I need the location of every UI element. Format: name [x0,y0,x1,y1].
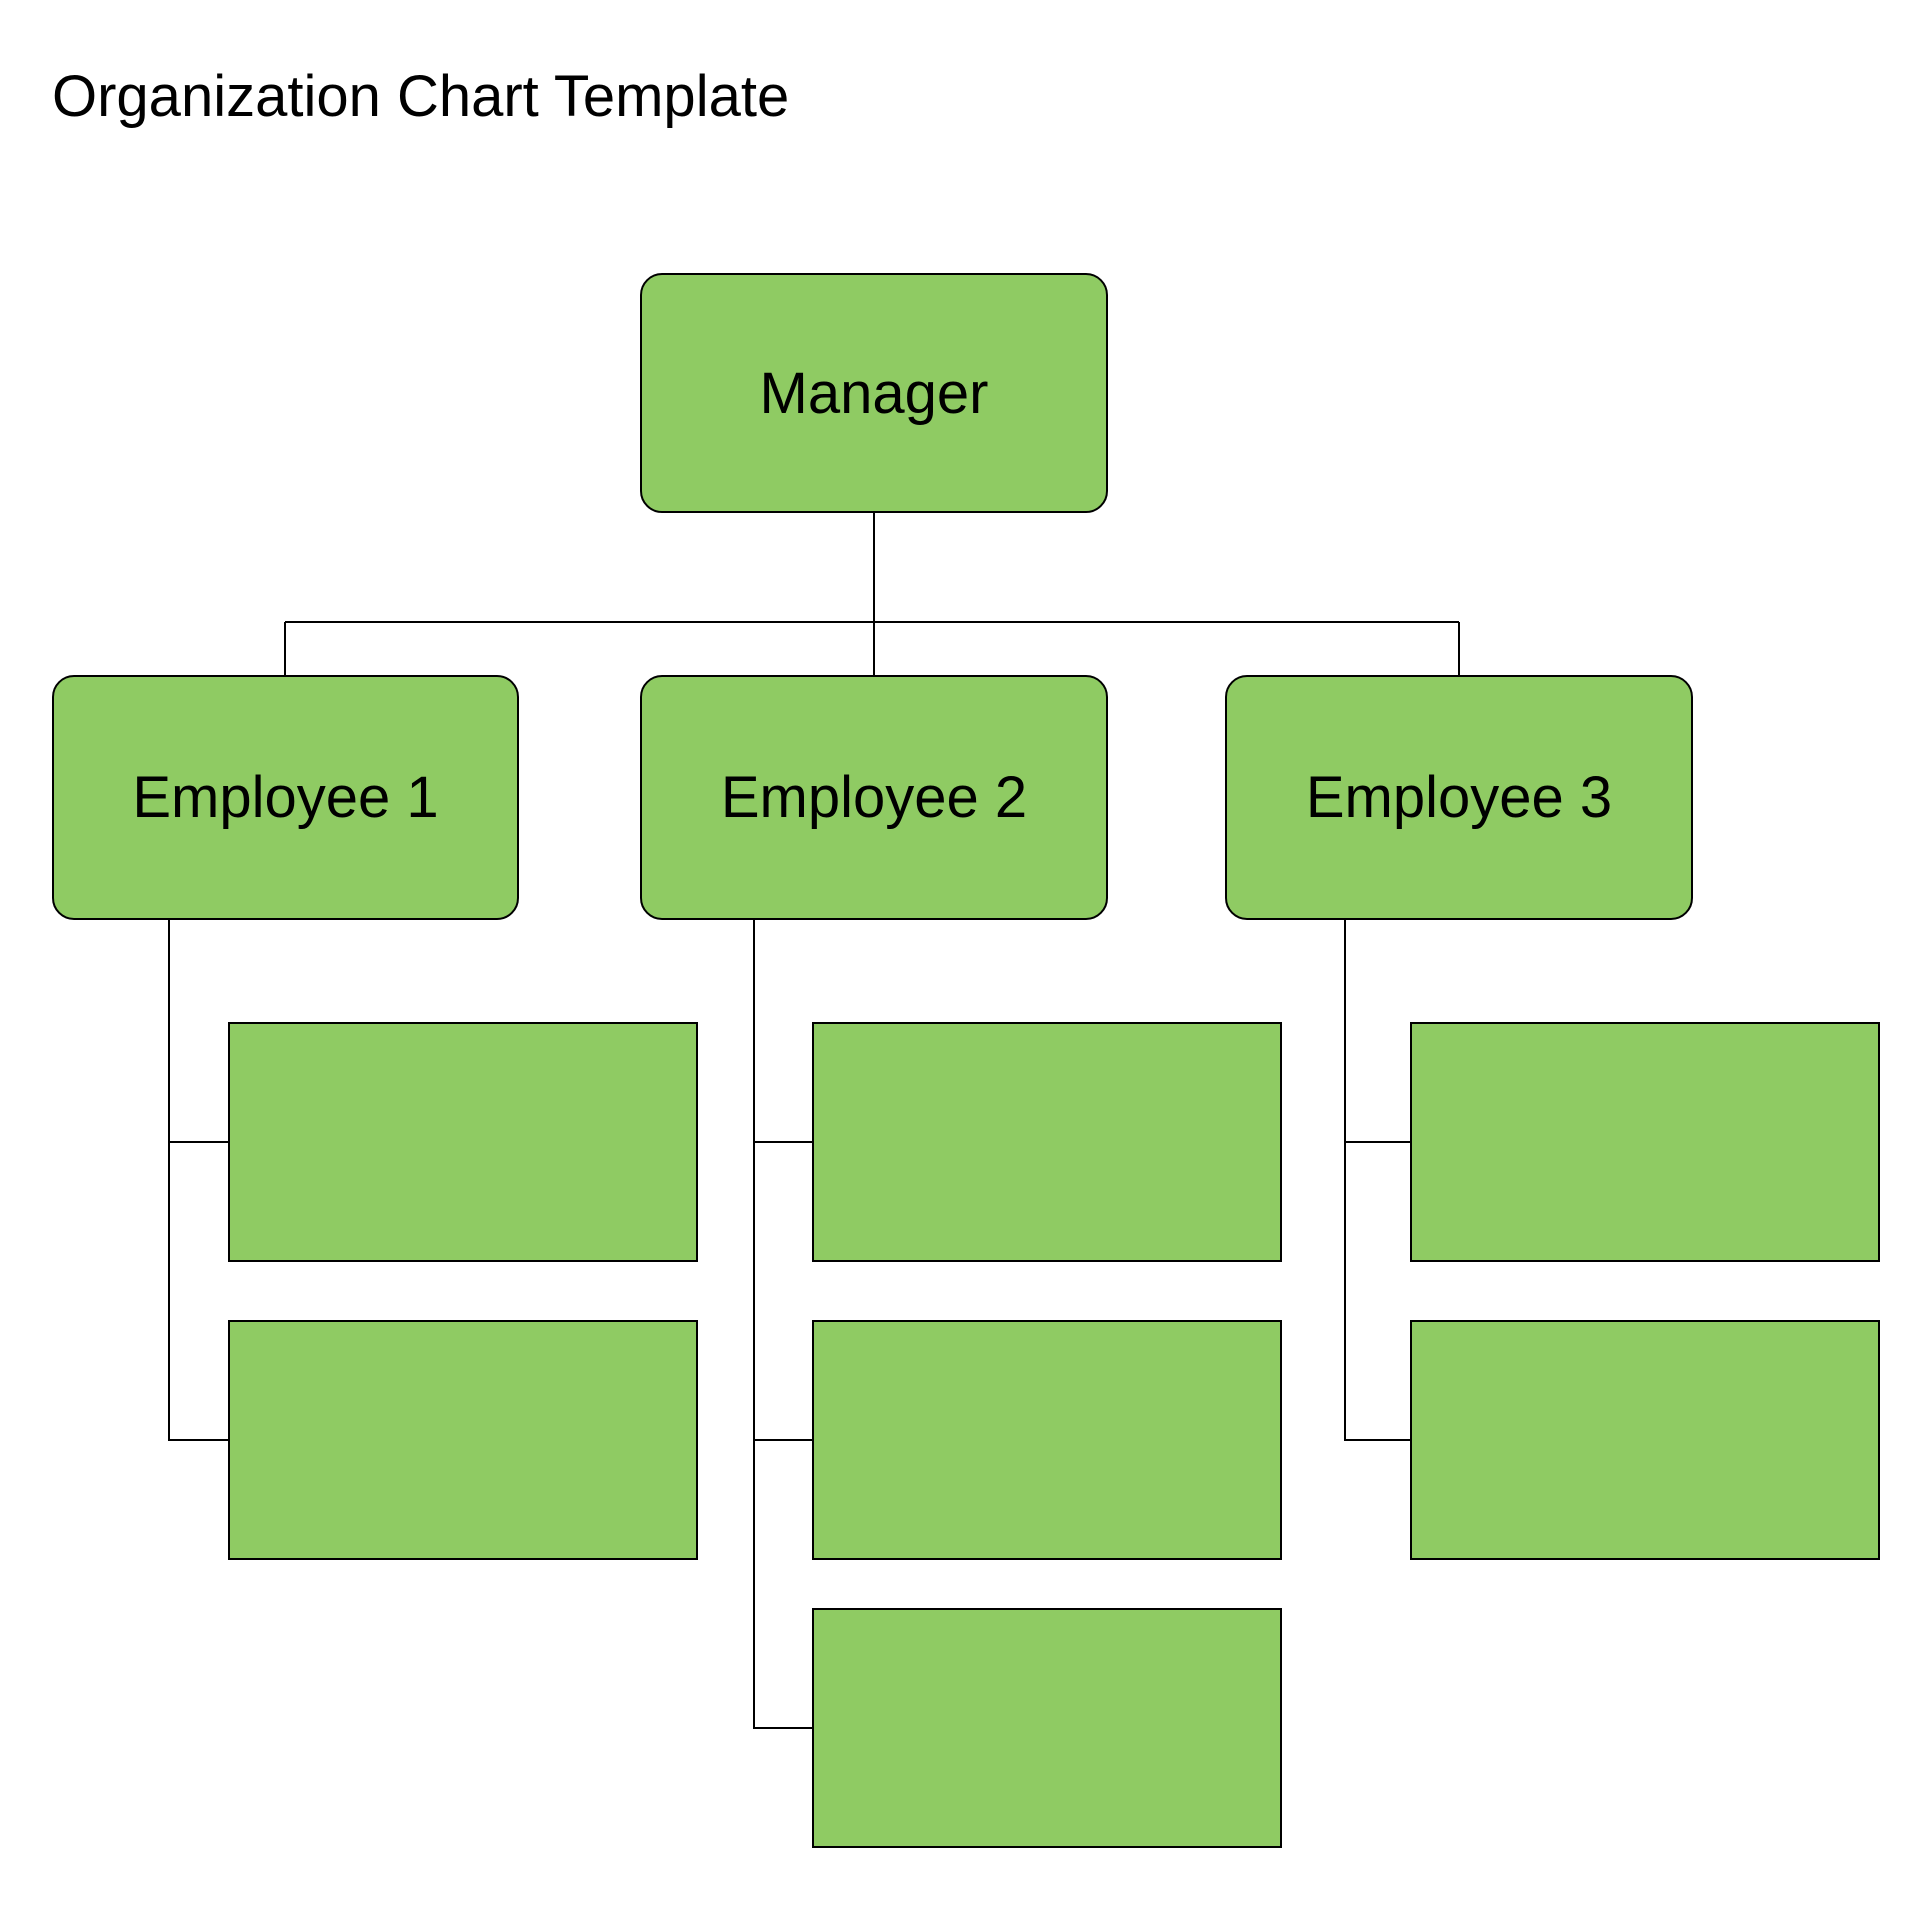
node-employee2-report-2[interactable] [812,1320,1282,1560]
connector-manager-trunk [873,513,875,675]
node-employee3-label: Employee 3 [1305,765,1613,830]
connector-employee2-stub-3 [753,1727,812,1729]
connector-employee3-stub-1 [1344,1141,1410,1143]
connector-employee1-stub-2 [168,1439,228,1441]
node-employee2-label: Employee 2 [720,765,1028,830]
node-manager[interactable]: Manager [640,273,1108,513]
connector-employee3-stub-2 [1344,1439,1410,1441]
node-employee3-report-1[interactable] [1410,1022,1880,1262]
connector-employee2-stub-2 [753,1439,812,1441]
node-employee3-report-2[interactable] [1410,1320,1880,1560]
node-employee2-report-3[interactable] [812,1608,1282,1848]
node-employee2[interactable]: Employee 2 [640,675,1108,920]
connector-employee1-stub-1 [168,1141,228,1143]
connector-employee3-branch [1344,920,1346,1441]
connector-employee2-branch [753,920,755,1729]
node-employee1-report-1[interactable] [228,1022,698,1262]
node-employee1-label: Employee 1 [132,765,439,830]
connector-level1-rail [285,621,1459,623]
connector-employee3-drop [1458,622,1460,675]
node-employee3[interactable]: Employee 3 [1225,675,1693,920]
node-manager-label: Manager [759,360,989,426]
connector-employee2-stub-1 [753,1141,812,1143]
node-employee1-report-2[interactable] [228,1320,698,1560]
node-employee1[interactable]: Employee 1 [52,675,519,920]
node-employee2-report-1[interactable] [812,1022,1282,1262]
chart-title: Organization Chart Template [52,64,790,129]
connector-employee1-drop [284,622,286,675]
connector-employee1-branch [168,920,170,1441]
